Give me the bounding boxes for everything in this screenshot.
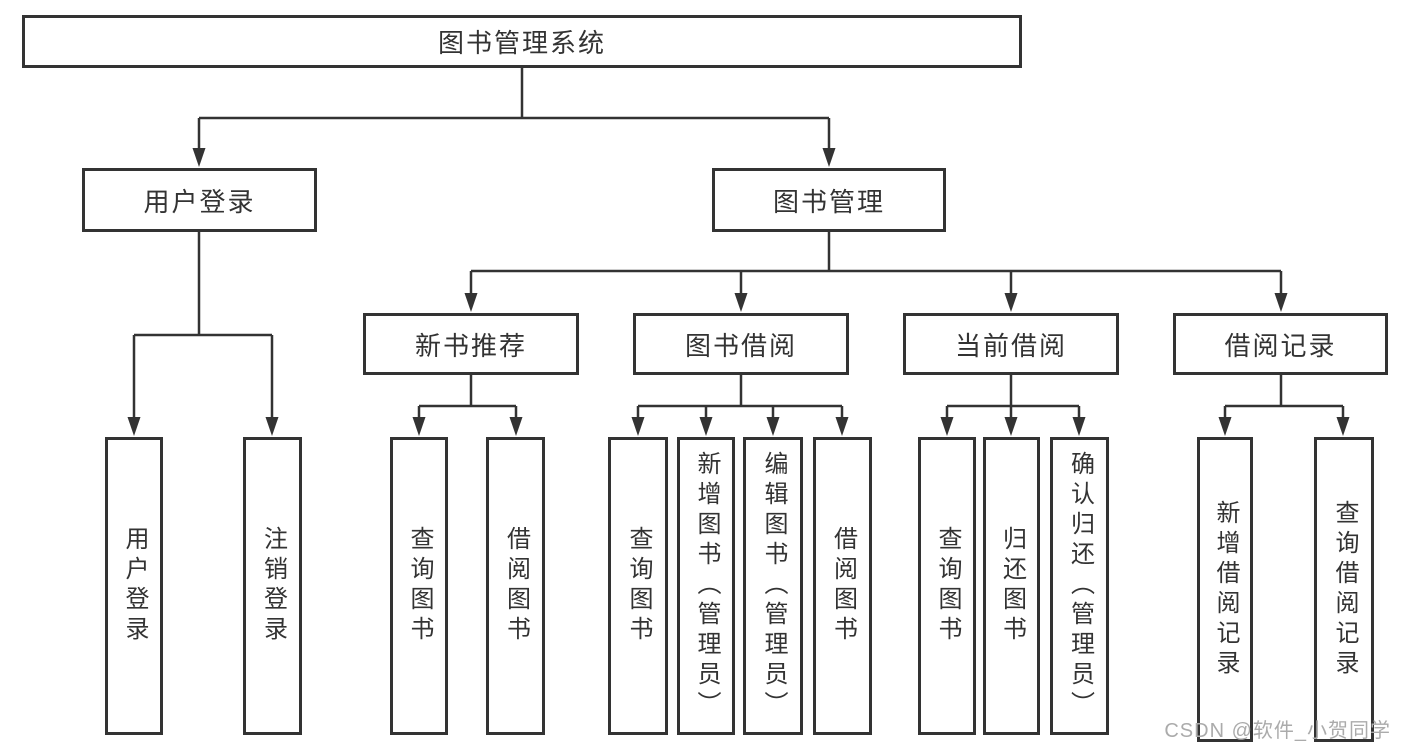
node-root: 图书管理系统	[22, 15, 1022, 68]
arrowhead-leaf-user-login	[127, 417, 141, 436]
arrowhead-new-book-rec	[464, 293, 478, 312]
leaf-bb-add-book-admin: 新增图书（管理员）	[677, 437, 735, 735]
arrowhead-rec-borrow	[509, 417, 523, 436]
node-borrow-records-label: 借阅记录	[1224, 330, 1337, 361]
leaf-user-login: 用户登录	[105, 437, 163, 735]
node-current-borrow-label: 当前借阅	[954, 330, 1067, 361]
node-user-login-label: 用户登录	[143, 186, 256, 217]
leaf-rec-query-books: 查询图书	[390, 437, 448, 735]
node-current-borrow: 当前借阅	[903, 313, 1119, 375]
leaf-logout-label: 注销登录	[259, 526, 287, 646]
leaf-rec-borrow-books: 借阅图书	[486, 437, 545, 735]
arrowhead-bb-add	[699, 417, 713, 436]
connector-current-borrow	[945, 375, 1081, 418]
arrowhead-current-borrow	[1004, 293, 1018, 312]
arrowhead-leaf-logout	[265, 417, 279, 436]
connector-borrow-records	[1223, 375, 1345, 418]
connector-new-book-rec	[417, 375, 518, 418]
leaf-br-add-record: 新增借阅记录	[1197, 437, 1253, 742]
leaf-cb-confirm-return-admin: 确认归还（管理员）	[1050, 437, 1109, 735]
leaf-cb-query-books-label: 查询图书	[934, 526, 961, 646]
node-book-mgmt-label: 图书管理	[772, 186, 885, 217]
leaf-bb-query-books-label: 查询图书	[625, 526, 652, 646]
leaf-cb-confirm-return-admin-label: 确认归还（管理员）	[1066, 451, 1094, 721]
connector-book-mgmt	[469, 232, 1283, 294]
leaf-bb-borrow-books: 借阅图书	[813, 437, 872, 735]
arrowhead-bb-query	[631, 417, 645, 436]
node-user-login: 用户登录	[82, 168, 317, 232]
connector-user-login	[132, 232, 274, 418]
node-book-borrow: 图书借阅	[633, 313, 849, 375]
leaf-rec-borrow-books-label: 借阅图书	[502, 526, 530, 646]
node-book-borrow-label: 图书借阅	[684, 330, 797, 361]
leaf-br-query-record: 查询借阅记录	[1314, 437, 1374, 742]
csdn-watermark: CSDN @软件_小贺同学	[1164, 720, 1391, 742]
leaf-bb-query-books: 查询图书	[608, 437, 668, 735]
arrowhead-br-add	[1218, 417, 1232, 436]
leaf-logout: 注销登录	[243, 437, 302, 735]
leaf-bb-borrow-books-label: 借阅图书	[829, 526, 857, 646]
arrowhead-br-query	[1336, 417, 1350, 436]
leaf-cb-return-books: 归还图书	[983, 437, 1040, 735]
node-borrow-records: 借阅记录	[1173, 313, 1388, 375]
arrowhead-bb-edit	[766, 417, 780, 436]
leaf-bb-edit-book-admin: 编辑图书（管理员）	[743, 437, 803, 735]
arrowhead-book-borrow	[734, 293, 748, 312]
node-book-mgmt: 图书管理	[712, 168, 946, 232]
node-new-book-rec: 新书推荐	[363, 313, 579, 375]
connector-book-borrow	[636, 375, 844, 418]
node-root-label: 图书管理系统	[437, 28, 606, 58]
leaf-cb-query-books: 查询图书	[918, 437, 976, 735]
arrowhead-cb-confirm	[1072, 417, 1086, 436]
leaf-user-login-label: 用户登录	[121, 526, 148, 646]
arrowhead-user-login	[192, 148, 206, 167]
arrowhead-bb-borrow	[835, 417, 849, 436]
leaf-rec-query-books-label: 查询图书	[406, 526, 433, 646]
leaf-br-query-record-label: 查询借阅记录	[1331, 499, 1358, 680]
arrowhead-cb-return	[1004, 417, 1018, 436]
leaf-bb-add-book-admin-label: 新增图书（管理员）	[693, 451, 720, 721]
connector-root	[197, 68, 831, 150]
arrowhead-rec-query	[412, 417, 426, 436]
arrowhead-borrow-records	[1274, 293, 1288, 312]
leaf-br-add-record-label: 新增借阅记录	[1212, 499, 1239, 680]
arrowhead-cb-query	[940, 417, 954, 436]
arrowhead-book-mgmt	[822, 148, 836, 167]
leaf-bb-edit-book-admin-label: 编辑图书（管理员）	[760, 451, 787, 721]
leaf-cb-return-books-label: 归还图书	[998, 526, 1026, 646]
node-new-book-rec-label: 新书推荐	[414, 330, 527, 361]
